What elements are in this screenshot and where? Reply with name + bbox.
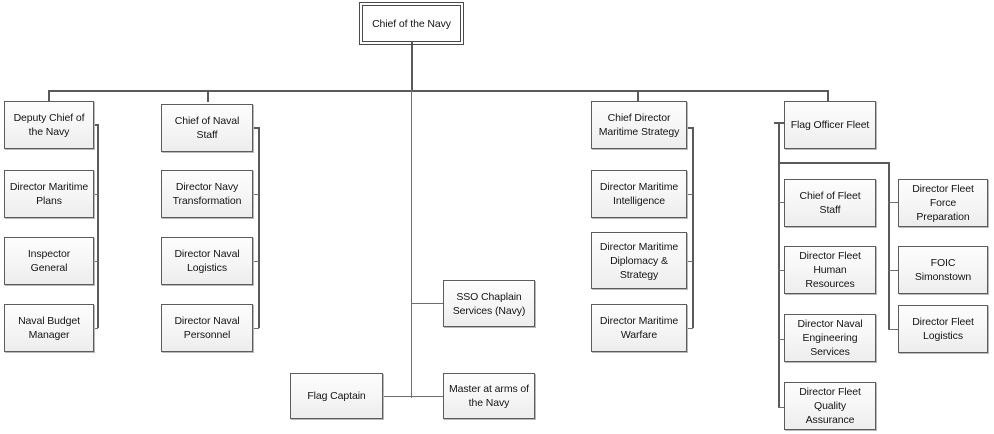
node-director-fleet-quality-assurance[interactable]: Director Fleet Quality Assurance: [784, 382, 876, 430]
connector-deputy-chief-out: [93, 124, 99, 126]
connector-drop-chief-naval-staff: [207, 90, 209, 102]
node-chief-director-maritime-strategy[interactable]: Chief Director Maritime Strategy: [591, 101, 687, 149]
node-naval-budget-manager[interactable]: Naval Budget Manager: [4, 304, 94, 352]
connector-master-at-arms: [411, 396, 443, 397]
connector-center-spine: [411, 90, 412, 398]
node-label: FOIC Simonstown: [914, 257, 972, 283]
connector-flag-officer-fleet-right-bus: [888, 162, 890, 330]
node-label: Director Fleet Human Resources: [799, 250, 861, 290]
connector-sso-chaplain: [411, 303, 443, 304]
connector-drop-flag-officer-fleet: [827, 90, 829, 102]
connector-chief-fleet-staff: [778, 202, 785, 203]
connector-dir-naval-personnel: [253, 328, 259, 329]
connector-inspector-general: [93, 261, 98, 262]
connector-chief-dir-maritime-strategy-out: [687, 127, 693, 129]
node-director-maritime-warfare[interactable]: Director Maritime Warfare: [591, 304, 687, 352]
node-label: Director Naval Engineering Services: [797, 318, 863, 358]
node-deputy-chief-of-the-navy[interactable]: Deputy Chief of the Navy: [4, 101, 94, 149]
node-label: Chief Director Maritime Strategy: [598, 112, 680, 138]
node-label: Director Naval Logistics: [174, 248, 240, 274]
node-director-fleet-logistics[interactable]: Director Fleet Logistics: [898, 305, 988, 353]
node-label: Director Maritime Warfare: [599, 315, 679, 341]
connector-deputy-chief-bus: [97, 124, 99, 328]
node-label: SSO Chaplain Services (Navy): [452, 290, 526, 317]
node-director-fleet-human-resources[interactable]: Director Fleet Human Resources: [784, 246, 876, 294]
node-inspector-general[interactable]: Inspector General: [4, 237, 94, 285]
node-director-naval-personnel[interactable]: Director Naval Personnel: [161, 304, 253, 352]
connector-top-bus: [48, 90, 828, 92]
node-label: Director Maritime Intelligence: [599, 181, 679, 207]
node-label: Director Maritime Diplomacy & Strategy: [599, 240, 679, 281]
connector-drop-chief-director-maritime-strategy: [637, 90, 639, 102]
node-flag-officer-fleet[interactable]: Flag Officer Fleet: [784, 101, 876, 149]
connector-dir-maritime-plans: [93, 194, 98, 195]
node-director-maritime-plans[interactable]: Director Maritime Plans: [4, 170, 94, 218]
node-label: Director Fleet Logistics: [912, 316, 974, 342]
node-label: Director Fleet Force Preparation: [912, 183, 974, 223]
node-chief-of-the-navy[interactable]: Chief of the Navy: [359, 2, 464, 45]
node-director-naval-engineering-services[interactable]: Director Naval Engineering Services: [784, 314, 876, 362]
node-director-maritime-diplomacy-strategy[interactable]: Director Maritime Diplomacy & Strategy: [591, 232, 687, 289]
connector-flag-officer-fleet-right-elbow: [778, 162, 889, 164]
node-label: Flag Officer Fleet: [790, 119, 870, 131]
node-label: Flag Captain: [307, 390, 366, 402]
connector-dir-naval-logistics: [253, 261, 259, 262]
connector-flag-captain: [383, 396, 412, 397]
connector-dir-maritime-warfare: [687, 328, 693, 329]
connector-foic-simonstown: [888, 270, 898, 271]
node-label: Director Maritime Plans: [9, 181, 89, 207]
connector-root-stem: [411, 41, 413, 91]
connector-dir-fleet-hr: [778, 270, 785, 271]
node-director-navy-transformation[interactable]: Director Navy Transformation: [161, 170, 253, 218]
connector-chief-naval-staff-out: [253, 127, 259, 129]
node-flag-captain[interactable]: Flag Captain: [290, 373, 383, 419]
node-director-fleet-force-preparation[interactable]: Director Fleet Force Preparation: [898, 179, 988, 227]
connector-dir-fleet-force-prep: [888, 202, 898, 203]
node-label: Naval Budget Manager: [18, 315, 80, 341]
connector-dir-naval-eng-services: [778, 339, 785, 340]
node-label: Chief of Naval Staff: [174, 115, 240, 141]
node-label: Director Navy Transformation: [172, 181, 242, 207]
connector-dir-maritime-intelligence: [687, 194, 693, 195]
node-chief-of-naval-staff[interactable]: Chief of Naval Staff: [161, 104, 253, 152]
connector-dir-fleet-logistics: [888, 329, 898, 330]
node-director-naval-logistics[interactable]: Director Naval Logistics: [161, 237, 253, 285]
node-sso-chaplain-services-navy[interactable]: SSO Chaplain Services (Navy): [443, 280, 535, 327]
connector-chief-dir-maritime-strategy-bus: [692, 127, 694, 328]
node-label: Director Fleet Quality Assurance: [799, 386, 861, 426]
connector-drop-deputy-chief: [48, 90, 50, 102]
node-director-maritime-intelligence[interactable]: Director Maritime Intelligence: [591, 170, 687, 218]
connector-chief-naval-staff-bus: [258, 127, 260, 328]
node-label: Deputy Chief of the Navy: [13, 112, 85, 138]
node-label: Chief of the Navy: [372, 17, 451, 30]
connector-dir-fleet-quality: [778, 407, 785, 408]
node-chief-of-fleet-staff[interactable]: Chief of Fleet Staff: [784, 179, 876, 227]
connector-flag-officer-fleet-bus: [778, 122, 780, 407]
node-label: Director Naval Personnel: [174, 315, 240, 341]
connector-dir-maritime-diplomacy: [687, 261, 693, 262]
connector-dir-navy-transformation: [253, 194, 259, 195]
node-master-at-arms-of-the-navy[interactable]: Master at arms of the Navy: [443, 373, 535, 419]
node-label: Inspector General: [27, 248, 71, 274]
node-foic-simonstown[interactable]: FOIC Simonstown: [898, 246, 988, 294]
node-label: Chief of Fleet Staff: [799, 190, 861, 216]
connector-naval-budget-manager: [93, 328, 98, 329]
node-label: Master at arms of the Navy: [449, 383, 529, 409]
